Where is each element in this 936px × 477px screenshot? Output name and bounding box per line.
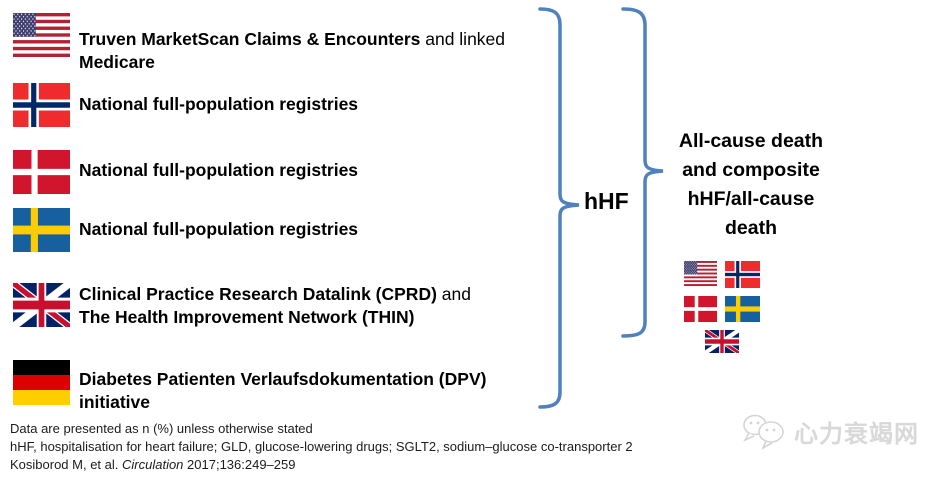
outcome-line: death (724, 217, 777, 239)
usa-flag-icon (13, 13, 70, 57)
footnote-line-2: hHF, hospitalisation for heart failure; … (10, 439, 633, 454)
wechat-bubbles-icon (743, 414, 784, 450)
row-denmark: National full-population registries (13, 150, 631, 194)
row-uk: Clinical Practice Research Datalink (CPR… (13, 283, 631, 329)
norway-flag-small-icon (725, 261, 760, 288)
row-norway-text: National full-population registries (79, 93, 631, 116)
row-sweden: National full-population registries (13, 208, 631, 252)
hhf-endpoint-label: hHF (584, 188, 629, 214)
row-uk-text: Clinical Practice Research Datalink (CPR… (79, 283, 631, 329)
citation-volume: 2017;136:249–259 (183, 457, 296, 472)
outcome-endpoint-label: All-cause death and composite hHF/all-ca… (653, 127, 849, 243)
sweden-flag-icon (13, 208, 70, 252)
citation-journal: Circulation (122, 457, 184, 472)
denmark-flag-icon (13, 150, 70, 194)
outcome-line: All-cause death (678, 130, 824, 152)
outcome-line: and composite (682, 159, 820, 181)
db-name: Truven MarketScan Claims & Encounters (79, 29, 421, 49)
row-germany-text: Diabetes Patienten Verlaufsdokumentation… (79, 368, 631, 414)
row-usa-text: Truven MarketScan Claims & Encounters an… (79, 28, 631, 74)
db-name: National full-population registries (79, 219, 359, 239)
watermark: 心力衰竭网 (742, 412, 919, 450)
db-name: National full-population registries (79, 160, 359, 180)
footnote-block: Data are presented as n (%) unless other… (10, 420, 633, 474)
row-denmark-text: National full-population registries (79, 159, 631, 182)
db-name-2: initiative (79, 392, 150, 412)
row-norway: National full-population registries (13, 83, 631, 127)
citation-authors: Kosiborod M, et al. (10, 457, 122, 472)
footnote-line-1: Data are presented as n (%) unless other… (10, 421, 313, 436)
germany-flag-icon (13, 360, 70, 405)
uk-flag-small-icon (705, 330, 739, 353)
outcome-countries-flags (684, 261, 760, 353)
denmark-flag-small-icon (684, 296, 717, 322)
uk-flag-icon (13, 283, 70, 327)
connector-text: and (436, 284, 471, 304)
sweden-flag-small-icon (725, 296, 760, 322)
row-usa: Truven MarketScan Claims & Encounters an… (13, 13, 631, 74)
db-name: Diabetes Patienten Verlaufsdokumentation… (79, 369, 487, 389)
outcome-line: hHF/all-cause (687, 188, 815, 210)
citation-line: Kosiborod M, et al. Circulation 2017;136… (10, 456, 633, 474)
row-sweden-text: National full-population registries (79, 218, 631, 241)
connector-text: and linked (420, 29, 506, 49)
db-name: National full-population registries (79, 94, 359, 114)
db-name-2: The Health Improvement Network (THIN) (79, 307, 415, 327)
db-name-2: Medicare (79, 52, 155, 72)
norway-flag-icon (13, 83, 70, 127)
row-germany: Diabetes Patienten Verlaufsdokumentation… (13, 360, 631, 414)
watermark-text: 心力衰竭网 (794, 419, 919, 448)
db-name: Clinical Practice Research Datalink (CPR… (79, 284, 437, 304)
usa-flag-small-icon (684, 261, 717, 286)
